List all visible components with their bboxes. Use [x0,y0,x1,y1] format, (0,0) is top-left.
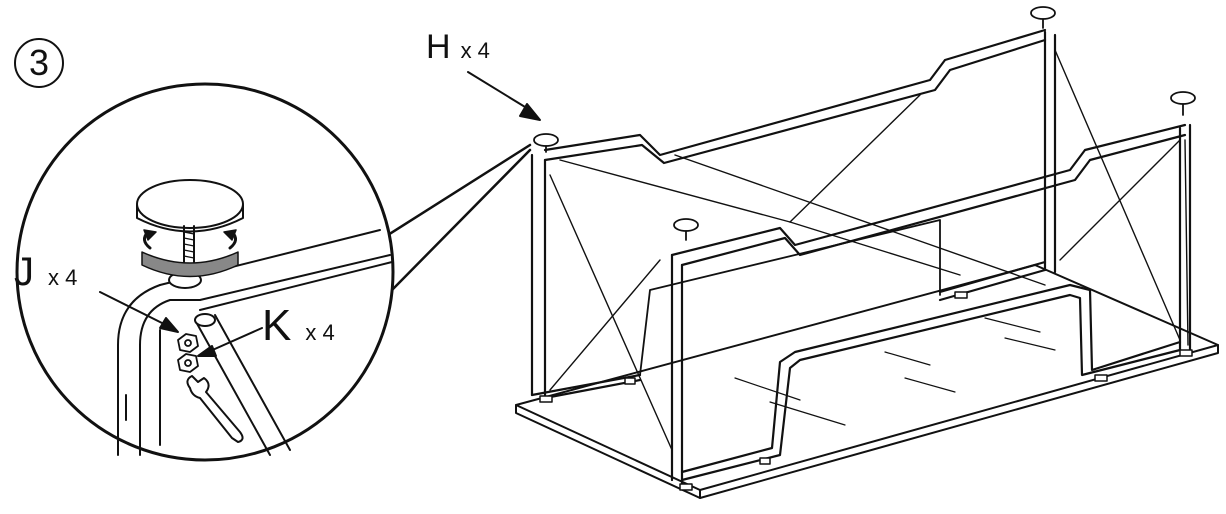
glides-h [533,6,1196,241]
part-letter-k: K [262,301,292,350]
part-quantity-j: x 4 [48,265,78,290]
part-letter-h: H [426,28,451,66]
table-assembly [515,6,1219,499]
leg-feet [539,291,1193,491]
arrow-j-icon [99,291,179,333]
part-letter-j: J [14,250,34,294]
step-number-badge: 3 [14,38,64,88]
wrench-icon [186,375,244,443]
front-frame [670,123,1192,487]
table-top [515,264,1219,499]
glide-disk [136,179,244,263]
cross-braces [549,49,1189,451]
arrow-h-icon [467,71,541,121]
detail-magnifier [15,82,395,462]
arrow-k-icon [197,327,263,357]
back-frame [530,28,1057,400]
callout-lines [378,143,532,292]
hex-nut-j [177,333,199,353]
rotate-arrow-icon [141,229,239,278]
washer-k [177,353,199,373]
part-quantity-h: x 4 [460,38,490,63]
part-quantity-k: x 4 [305,320,335,345]
